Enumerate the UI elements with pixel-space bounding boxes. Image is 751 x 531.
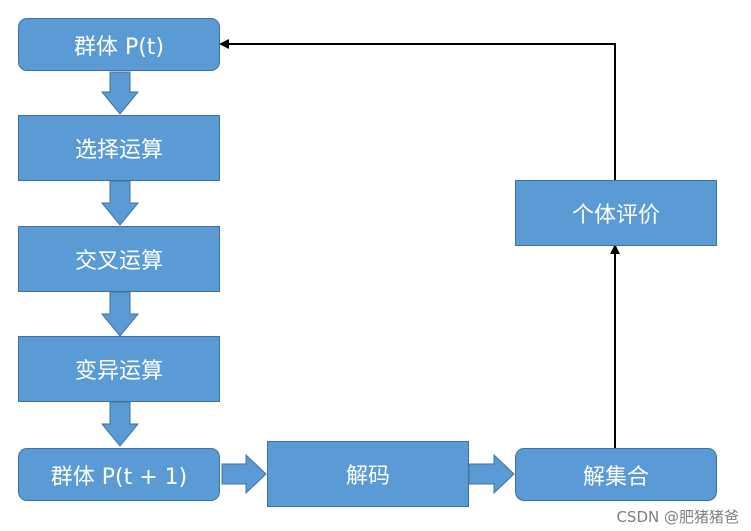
node-mutation: 变异运算 xyxy=(18,336,220,402)
node-decode: 解码 xyxy=(267,441,469,507)
block-arrow-right-2 xyxy=(468,453,515,495)
node-population-pt: 群体 P(t) xyxy=(18,18,220,71)
block-arrow-right-1 xyxy=(221,453,267,495)
watermark: CSDN @肥猪猪爸 xyxy=(616,508,739,526)
line-eval-to-population xyxy=(228,43,616,180)
node-solution-set: 解集合 xyxy=(515,448,717,501)
node-population-pt1: 群体 P(t + 1) xyxy=(18,448,220,501)
block-arrow-down-3 xyxy=(100,291,140,337)
node-evaluation: 个体评价 xyxy=(515,180,717,246)
block-arrow-down-1 xyxy=(100,71,140,115)
block-arrow-down-4 xyxy=(100,401,140,447)
block-arrow-down-2 xyxy=(100,180,140,226)
node-selection: 选择运算 xyxy=(18,115,220,181)
arrowhead-up xyxy=(610,244,620,254)
node-crossover: 交叉运算 xyxy=(18,226,220,292)
arrowhead-left xyxy=(219,39,229,49)
